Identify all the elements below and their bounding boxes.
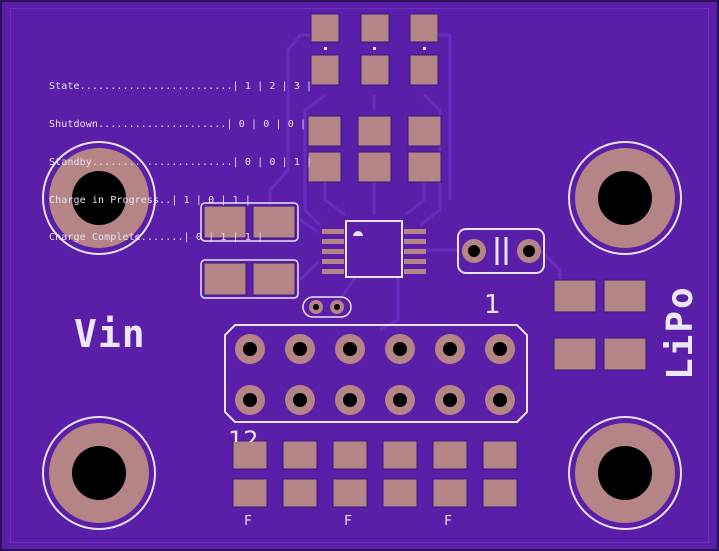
pin12-label: 12 xyxy=(228,426,259,442)
led-pads xyxy=(310,13,439,86)
fiducial-mark-label: F xyxy=(244,514,252,529)
legend-row: State.........................| 1 | 2 | … xyxy=(49,81,313,93)
mount-hole-top-left xyxy=(42,141,156,255)
cap-silk-left xyxy=(200,202,299,299)
fiducial-mark-label: F xyxy=(444,514,452,529)
legend-row: Shutdown.....................| 0 | 0 | 0… xyxy=(49,118,307,130)
header-2x6 xyxy=(224,324,528,423)
solder-jumper xyxy=(302,296,352,318)
led-polarity-dots xyxy=(324,47,426,50)
led-state-legend: State.........................| 1 | 2 | … xyxy=(49,56,312,258)
board-outline xyxy=(10,8,709,543)
fiducial-mark-label: F xyxy=(344,514,352,529)
bottom-pads xyxy=(232,440,518,508)
legend-row: Charge Complete.......| 0 | 1 | 1 | xyxy=(49,232,264,244)
cap-pads-right xyxy=(553,279,647,371)
legend-row: Charge in Progress..| 1 | 0 | 1 | xyxy=(49,194,251,206)
mount-hole-bottom-left xyxy=(42,416,156,530)
battery-header xyxy=(457,228,545,274)
header-drill-holes xyxy=(243,342,507,407)
ic-pin1-marker xyxy=(353,231,363,236)
ic-pins xyxy=(322,229,426,274)
header-pads-bottom xyxy=(235,385,515,415)
legend-row: Standby.......................| 0 | 0 | … xyxy=(49,156,313,168)
lipo-label: LiPo xyxy=(660,285,701,380)
header-pads-top xyxy=(235,334,515,364)
charger-ic xyxy=(322,220,426,278)
mount-hole-bottom-right xyxy=(568,416,682,530)
pin1-label: 1 xyxy=(484,290,501,320)
resistor-pads xyxy=(307,115,442,183)
vin-label: Vin xyxy=(74,312,146,356)
mount-hole-top-right xyxy=(568,141,682,255)
cap-pads-left xyxy=(203,205,296,296)
